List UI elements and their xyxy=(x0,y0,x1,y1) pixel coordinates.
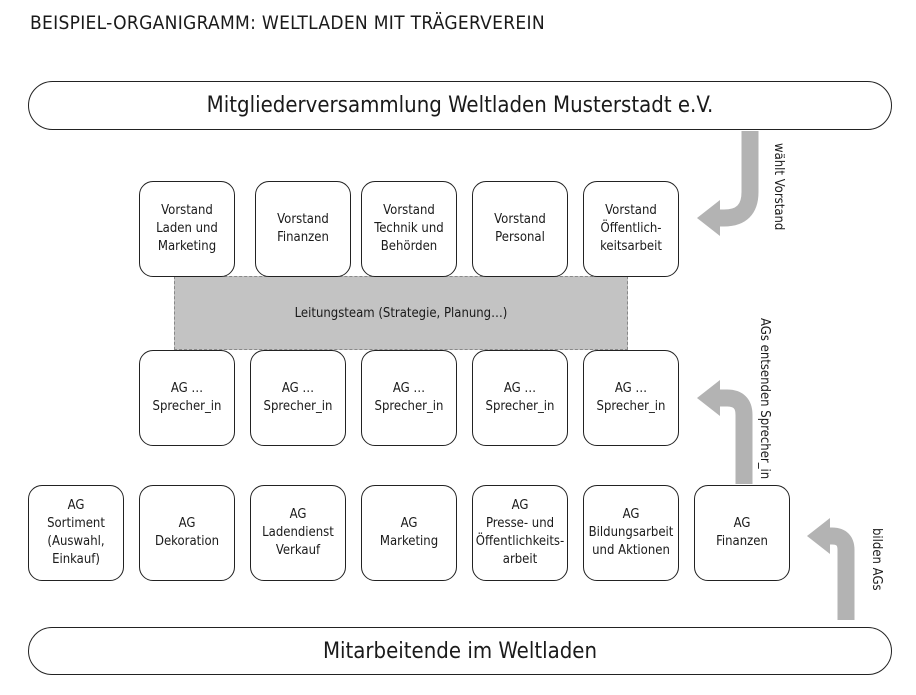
mitarbeitende-bar: Mitarbeitende im Weltladen xyxy=(28,627,892,675)
ag-bildungsarbeit-box: AG Bildungsarbeit und Aktionen xyxy=(583,485,679,581)
sprecher-label: AG … Sprecher_in xyxy=(374,381,444,414)
ag-label: AG Marketing xyxy=(379,516,439,549)
vorstand-label: Vorstand Finanzen xyxy=(277,212,329,245)
sprecher-label: AG … Sprecher_in xyxy=(485,381,555,414)
ag-finanzen-box: AG Finanzen xyxy=(694,485,790,581)
sprecher-label: AG … Sprecher_in xyxy=(263,381,333,414)
ag-ladendienst-box: AG Ladendienst Verkauf xyxy=(250,485,346,581)
vorstand-personal-box: Vorstand Personal xyxy=(472,181,568,277)
waehlt-vorstand-arrow xyxy=(697,131,759,236)
ag-label: AG Sortiment (Auswahl, Einkauf) xyxy=(47,498,105,567)
waehlt-vorstand-label: wählt Vorstand xyxy=(771,143,786,231)
ag-sprecher-box: AG … Sprecher_in xyxy=(139,350,235,446)
bilden-ags-label: bilden AGs xyxy=(869,528,884,591)
entsenden-sprecher-label: AGs entsenden Sprecher_in xyxy=(757,318,772,480)
diagram-title: BEISPIEL-ORGANIGRAMM: WELTLADEN MIT TRÄG… xyxy=(30,12,545,34)
vorstand-label: Vorstand Öffentlich- keitsarbeit xyxy=(600,203,662,254)
leitungsteam-band xyxy=(174,276,628,350)
vorstand-technik-behoerden-box: Vorstand Technik und Behörden xyxy=(361,181,457,277)
ag-marketing-box: AG Marketing xyxy=(361,485,457,581)
ag-dekoration-box: AG Dekoration xyxy=(139,485,235,581)
ag-label: AG Ladendienst Verkauf xyxy=(262,507,334,558)
ag-sprecher-box: AG … Sprecher_in xyxy=(583,350,679,446)
sprecher-label: AG … Sprecher_in xyxy=(152,381,222,414)
vorstand-finanzen-box: Vorstand Finanzen xyxy=(255,181,351,277)
ag-presse-box: AG Presse- und Öffentlichkeits- arbeit xyxy=(472,485,568,581)
vorstand-label: Vorstand Laden und Marketing xyxy=(156,203,218,254)
vorstand-laden-marketing-box: Vorstand Laden und Marketing xyxy=(139,181,235,277)
sprecher-label: AG … Sprecher_in xyxy=(596,381,666,414)
ag-label: AG Finanzen xyxy=(716,516,768,549)
ag-label: AG Bildungsarbeit und Aktionen xyxy=(588,507,674,558)
ag-sprecher-box: AG … Sprecher_in xyxy=(361,350,457,446)
vorstand-oeffentlichkeitsarbeit-box: Vorstand Öffentlich- keitsarbeit xyxy=(583,181,679,277)
ag-sprecher-box: AG … Sprecher_in xyxy=(472,350,568,446)
vorstand-label: Vorstand Personal xyxy=(494,212,546,245)
ag-sortiment-box: AG Sortiment (Auswahl, Einkauf) xyxy=(28,485,124,581)
ag-sprecher-box: AG … Sprecher_in xyxy=(250,350,346,446)
ag-label: AG Dekoration xyxy=(154,516,220,549)
mitgliederversammlung-bar: Mitgliederversammlung Weltladen Musterst… xyxy=(28,81,892,130)
entsenden-sprecher-arrow xyxy=(697,380,753,484)
vorstand-label: Vorstand Technik und Behörden xyxy=(374,203,444,254)
bilden-ags-arrow xyxy=(807,518,855,620)
ag-label: AG Presse- und Öffentlichkeits- arbeit xyxy=(475,498,565,567)
leitungsteam-label: Leitungsteam (Strategie, Planung…) xyxy=(294,306,508,321)
